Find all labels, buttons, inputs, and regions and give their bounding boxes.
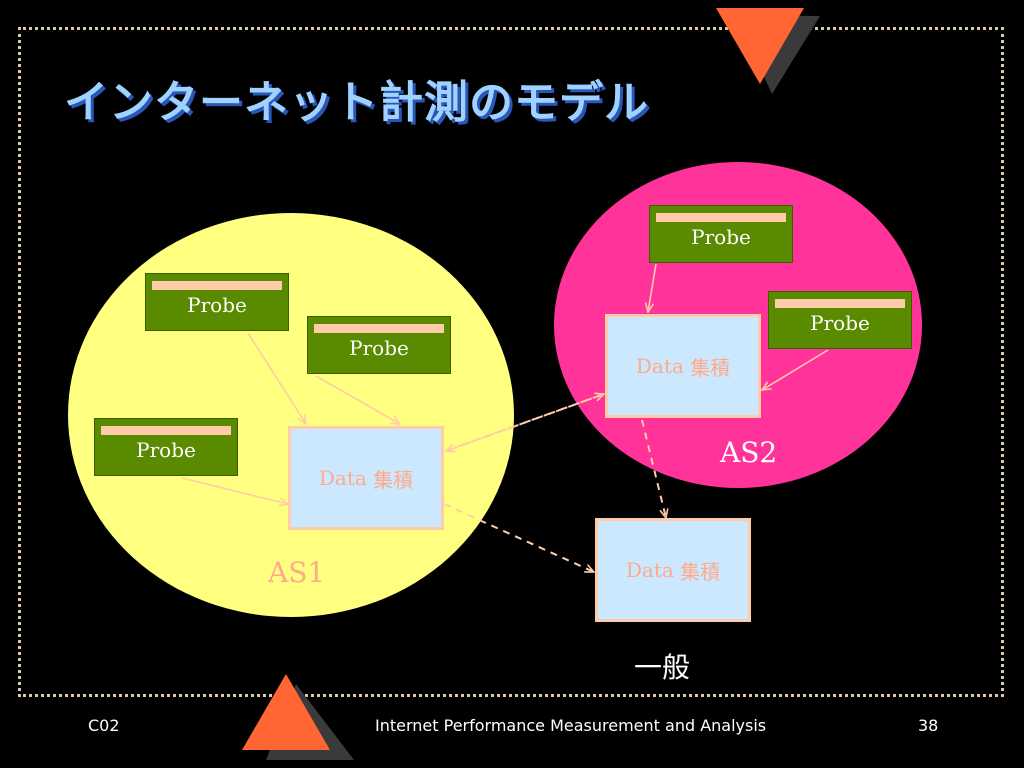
footer-course-code: C02 [88,716,120,735]
dashed-arrow-as2-to-general [641,419,666,518]
arrow-as2-probe1-to-store [648,263,657,312]
as1-probe-1: Probe [145,273,289,331]
store-label-ja: 集積 [680,559,721,584]
probe-header-bar [101,426,231,435]
as2-probe-1: Probe [649,205,793,263]
store-label-ja: 集積 [373,467,414,492]
probe-label: Probe [349,336,409,360]
arrow-as2-probe2-to-store [762,349,829,390]
as1-probe-2: Probe [307,316,451,374]
arrow-as1-probe2-to-store [315,375,400,424]
probe-label: Probe [810,311,870,335]
probe-label: Probe [136,438,196,462]
as1-probe-3: Probe [94,418,238,476]
top-triangle-icon [716,8,804,84]
probe-header-bar [775,299,905,308]
arrow-as1-probe3-to-store [181,477,288,504]
slide-frame [18,27,1004,697]
store-label-en: Data [635,354,684,378]
arrow-as1-probe1-to-store [247,332,306,424]
store-label-ja: 集積 [690,355,731,380]
dashed-arrow-as1-to-as2 [445,394,604,452]
general-data-store: Data 集積 [595,518,751,622]
probe-label: Probe [187,293,247,317]
store-label-en: Data [318,466,367,490]
bottom-triangle-icon [242,674,330,750]
store-label-en: Data [625,558,674,582]
as1-region [68,213,514,617]
footer-page-number: 38 [918,716,939,735]
slide-title: インターネット計測のモデル [64,77,649,128]
probe-header-bar [656,213,786,222]
general-label: 一般 [634,651,691,684]
probe-header-bar [314,324,444,333]
as2-probe-2: Probe [768,291,912,349]
as1-data-store: Data 集積 [288,426,444,530]
footer-course-title: Internet Performance Measurement and Ana… [375,716,767,735]
dashed-arrow-as1-to-general [443,503,594,573]
as2-label: AS2 [720,436,778,469]
as1-label: AS1 [268,556,326,589]
as2-data-store: Data 集積 [605,314,761,418]
probe-header-bar [152,281,282,290]
probe-label: Probe [691,225,751,249]
